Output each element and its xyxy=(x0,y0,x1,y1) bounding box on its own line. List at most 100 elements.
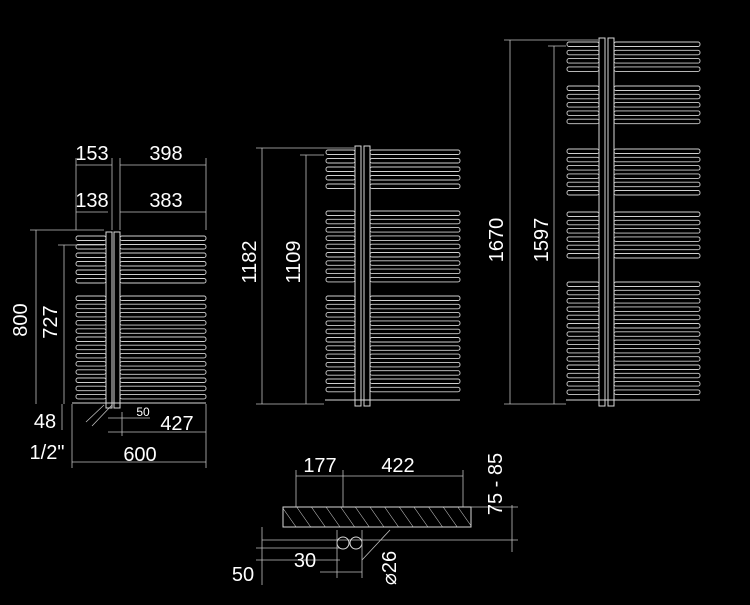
towel-bar xyxy=(613,339,701,346)
towel-bar xyxy=(325,378,356,384)
towel-bar xyxy=(613,364,701,370)
towel-bar xyxy=(119,393,207,400)
towel-bar xyxy=(325,268,356,275)
towel-bar xyxy=(566,381,600,387)
towel-bar xyxy=(613,372,701,379)
towel-bar xyxy=(369,218,461,225)
large-rail-collector-left xyxy=(598,37,606,407)
towel-bar xyxy=(566,58,600,64)
towel-bar xyxy=(75,344,107,351)
towel-bar xyxy=(75,385,107,392)
towel-bar xyxy=(566,85,600,91)
dim-177-label: 177 xyxy=(303,455,336,477)
towel-bar xyxy=(566,148,600,154)
towel-bar xyxy=(119,303,207,310)
dim-50-plan-label: 50 xyxy=(232,564,254,586)
towel-bar xyxy=(369,183,461,189)
towel-bar xyxy=(566,190,600,196)
towel-bar xyxy=(75,377,107,383)
dim-727-label: 727 xyxy=(40,305,62,338)
towel-bar xyxy=(369,337,461,343)
towel-bar xyxy=(325,227,356,233)
dim-138-label: 138 xyxy=(75,190,108,212)
large-rail-bars xyxy=(566,41,701,395)
dim-1597-label: 1597 xyxy=(531,218,553,263)
towel-bar xyxy=(119,328,207,334)
towel-bar xyxy=(75,328,107,334)
small-rail-collector-right xyxy=(113,231,121,409)
small-rail-bars xyxy=(75,235,207,400)
towel-bar xyxy=(369,295,461,301)
towel-bar xyxy=(613,118,701,125)
dim-48-label: 48 xyxy=(34,411,56,433)
towel-bar xyxy=(613,181,701,188)
pipe-thread-label: 1/2" xyxy=(30,442,65,464)
small-rail-view: 153 398 138 383 800 727 48 50 427 1/2" 6… xyxy=(10,143,207,468)
towel-bar xyxy=(325,353,356,360)
towel-bar xyxy=(566,66,600,72)
towel-bar xyxy=(613,356,701,362)
towel-bar xyxy=(75,361,107,367)
towel-bar xyxy=(613,331,701,337)
towel-bar xyxy=(613,381,701,387)
towel-bar xyxy=(75,320,107,326)
towel-bar xyxy=(566,93,600,100)
dim-800-label: 800 xyxy=(10,303,32,336)
towel-bar xyxy=(369,243,461,250)
dim-diameter-26-label: ⌀26 xyxy=(379,551,401,585)
towel-bar xyxy=(369,166,461,172)
towel-bar xyxy=(566,298,600,304)
towel-bar xyxy=(119,278,207,284)
towel-bar xyxy=(75,393,107,400)
medium-rail-collector-right xyxy=(363,145,371,407)
towel-bar xyxy=(566,236,600,242)
towel-bar xyxy=(566,228,600,234)
towel-bar xyxy=(75,336,107,342)
towel-bar xyxy=(325,328,356,335)
towel-bar xyxy=(119,235,207,241)
small-rail-collector-left xyxy=(105,231,113,409)
towel-bar xyxy=(119,261,207,267)
towel-bar xyxy=(325,243,356,250)
dim-50-label: 50 xyxy=(136,405,150,419)
towel-bar xyxy=(566,389,600,395)
towel-bar xyxy=(325,303,356,310)
towel-bar xyxy=(325,158,356,164)
dim-153-label: 153 xyxy=(75,143,108,165)
towel-bar xyxy=(119,377,207,383)
leader-line xyxy=(361,529,391,561)
towel-bar xyxy=(613,306,701,312)
towel-bar xyxy=(613,58,701,64)
towel-bar xyxy=(566,372,600,379)
towel-bar xyxy=(566,306,600,312)
towel-bar xyxy=(119,252,207,258)
towel-bar xyxy=(119,269,207,275)
towel-bar xyxy=(369,252,461,258)
towel-bar xyxy=(325,386,356,393)
towel-bar xyxy=(119,369,207,375)
towel-bar xyxy=(566,356,600,362)
towel-bar xyxy=(369,345,461,351)
towel-bar xyxy=(75,235,107,241)
towel-bar xyxy=(369,227,461,233)
towel-bar xyxy=(613,49,701,56)
towel-bar xyxy=(369,386,461,393)
towel-bar xyxy=(325,252,356,258)
large-rail-view: 1670 1597 xyxy=(486,37,701,407)
towel-bar xyxy=(566,347,600,354)
towel-bar xyxy=(566,331,600,337)
dim-383-label: 383 xyxy=(149,190,182,212)
towel-bar xyxy=(325,210,356,216)
towel-bar xyxy=(566,281,600,287)
towel-bar xyxy=(613,228,701,234)
plan-rail-body xyxy=(282,506,472,528)
towel-bar xyxy=(566,49,600,56)
towel-bar xyxy=(613,314,701,321)
small-rail-valve-pipe xyxy=(85,404,105,423)
dim-600-label: 600 xyxy=(123,444,156,466)
towel-bar xyxy=(613,165,701,171)
valve-left-circle xyxy=(336,536,350,550)
medium-rail-collector-left xyxy=(354,145,362,407)
towel-bar xyxy=(566,314,600,321)
